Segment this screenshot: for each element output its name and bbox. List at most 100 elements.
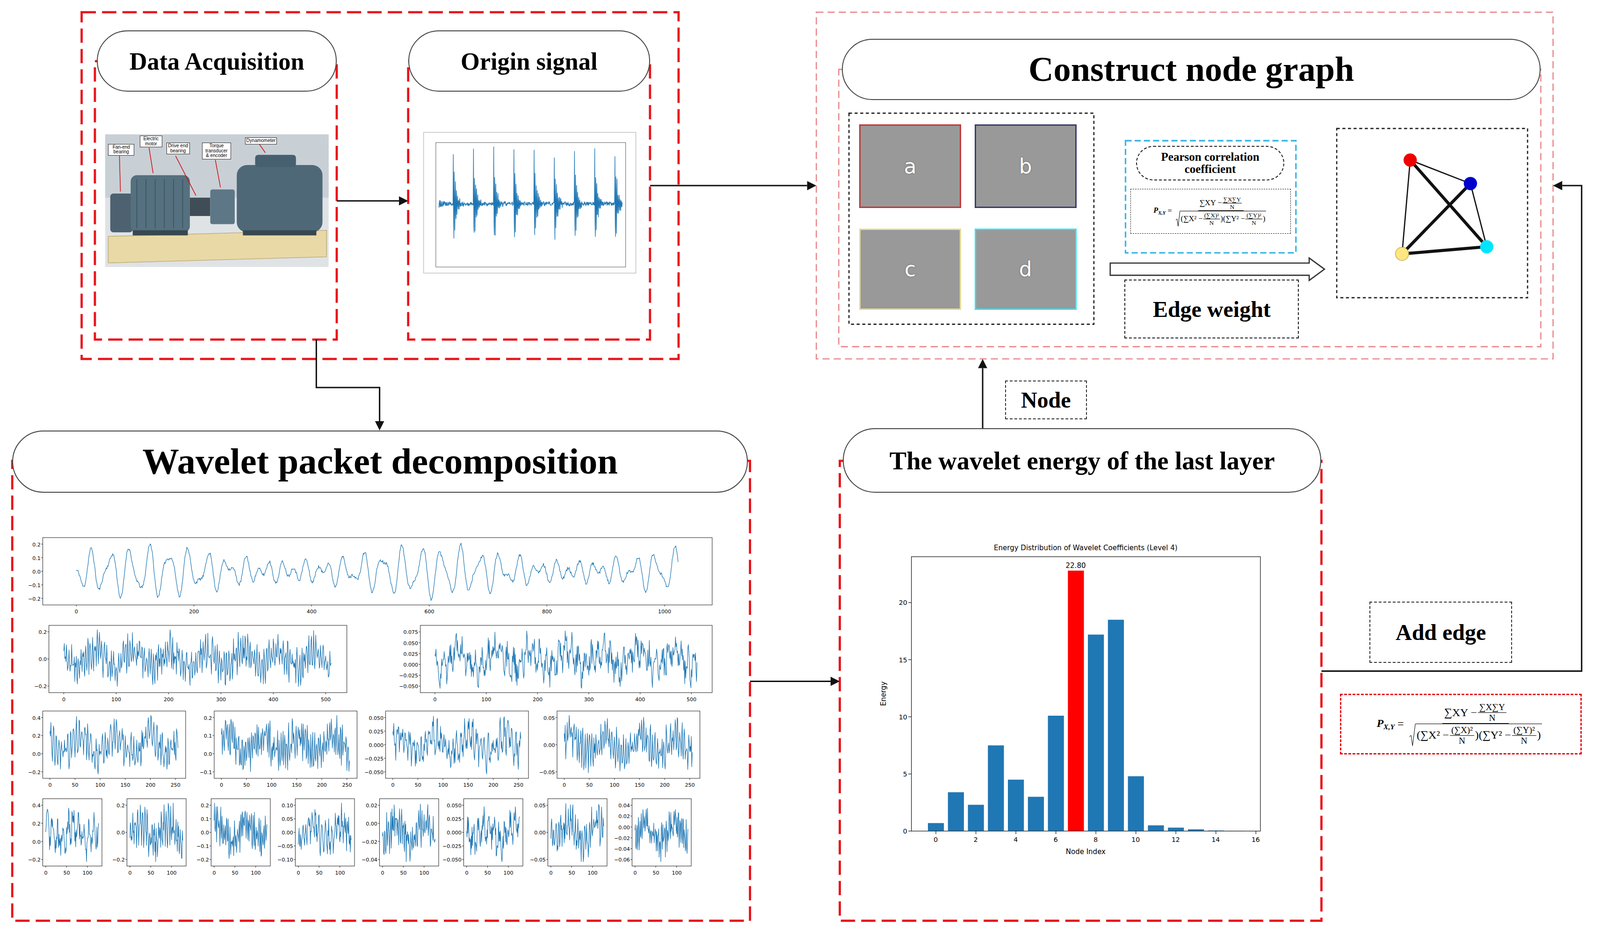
- connector-line: [750, 680, 831, 683]
- part-label-holder: Electric motor: [139, 135, 163, 148]
- tick-label: 100: [609, 782, 620, 789]
- tick-mark: [546, 605, 548, 607]
- tick-label: 200: [659, 782, 670, 789]
- formula-term: =: [1167, 206, 1172, 216]
- denominator: N: [1487, 713, 1498, 724]
- tick-mark: [209, 859, 211, 861]
- tick-mark: [546, 805, 548, 806]
- tick-label: −0.2: [112, 857, 125, 864]
- tick-label-holder: 4: [1013, 835, 1018, 845]
- tick-label: 0: [549, 870, 553, 877]
- tick-label-holder: 100: [503, 868, 514, 877]
- tick-label-holder: 0.025: [446, 814, 462, 824]
- tick-label-holder: 0.000: [446, 828, 462, 837]
- tick-mark: [639, 778, 640, 781]
- tick-label: −0.2: [196, 857, 210, 864]
- arrowhead: [398, 196, 409, 206]
- tick-label: 0.0: [32, 569, 41, 576]
- denominator: (∑X² −(∑X)²N)(∑Y² −(∑Y)²N): [1174, 210, 1267, 227]
- radical: (∑X² −(∑X)²N)(∑Y² −(∑Y)²N): [1175, 210, 1267, 227]
- tick-label-holder: 0.0: [32, 749, 41, 759]
- motor-rib: [182, 179, 184, 229]
- motor-rib: [136, 179, 138, 229]
- bar: [987, 745, 1004, 832]
- tick-mark: [193, 605, 195, 607]
- plot-axes: [295, 798, 355, 867]
- part-label-holder: Dynamometer: [245, 135, 278, 145]
- tick-label-holder: −0.025: [398, 671, 419, 680]
- formula-lhs: PX,Y: [1153, 206, 1166, 217]
- tick-mark: [664, 605, 666, 607]
- tick-label: −0.025: [398, 673, 419, 680]
- tick-label: 0: [562, 782, 566, 789]
- tick-label: 0: [390, 782, 395, 789]
- formula-term: ): [1537, 729, 1542, 743]
- tick-label: 400: [635, 696, 645, 703]
- numerator: ∑X∑Y: [1222, 195, 1242, 204]
- tick-label: −0.04: [361, 857, 378, 864]
- tick-mark: [908, 602, 912, 604]
- matrix-frame: [848, 113, 1094, 325]
- tick-label-holder: 250: [513, 780, 524, 790]
- arrowhead: [830, 677, 840, 687]
- numerator: (∑Y)²: [1512, 725, 1537, 737]
- formula-term: ∑X∑Y: [1223, 195, 1242, 203]
- tick-mark: [537, 692, 538, 695]
- tick-label: 250: [341, 782, 352, 789]
- tick-label: 200: [317, 782, 327, 789]
- tick-label: −0.05: [277, 843, 294, 850]
- tick-mark: [41, 841, 43, 842]
- formula-term: (∑X)²: [1451, 725, 1473, 736]
- tick-label-holder: 0.1: [200, 814, 210, 824]
- tick-label-holder: 0.050: [403, 638, 419, 648]
- bar: [1047, 716, 1064, 832]
- tick-mark: [555, 771, 558, 773]
- tick-label: 15: [898, 656, 908, 665]
- tick-label-holder: 0: [464, 868, 469, 877]
- tick-label-holder: −0.04: [614, 844, 630, 854]
- tick-mark: [1135, 831, 1137, 835]
- tick-label-holder: 100: [438, 780, 449, 790]
- tick-label-holder: 0.0: [32, 837, 41, 847]
- tick-label-holder: 100: [587, 868, 598, 877]
- tick-label: 100: [250, 870, 261, 877]
- tick-label-holder: 400: [268, 695, 279, 704]
- tick-mark: [691, 692, 692, 695]
- fraction: (∑X)²N: [1203, 211, 1220, 227]
- plot-axes: [379, 798, 440, 867]
- tick-label: −0.2: [28, 769, 41, 776]
- connector: [977, 359, 988, 429]
- signal-trace: [50, 715, 179, 775]
- tick-mark: [1175, 831, 1176, 835]
- tick-label-holder: 200: [532, 695, 543, 704]
- tick-mark: [100, 778, 101, 781]
- cell-letter: c: [904, 257, 916, 282]
- dynamometer-foot: [242, 230, 317, 236]
- denominator: (∑X² −(∑X)²N)(∑Y² −(∑Y)²N): [1407, 723, 1544, 746]
- tick-label: 0.1: [32, 555, 41, 562]
- tick-label: −0.025: [364, 756, 384, 763]
- edge-label: Add edge: [1369, 601, 1513, 664]
- fraction: ∑XY −∑X∑YN(∑X² −(∑X)²N)(∑Y² −(∑Y)²N): [1407, 702, 1544, 747]
- tick-label: 0.02: [618, 813, 630, 820]
- tick-mark: [220, 692, 222, 695]
- tick-label-holder: 50: [484, 868, 491, 877]
- tick-label: 150: [120, 782, 131, 789]
- tick-label-holder: 0.05: [543, 713, 556, 723]
- tick-mark: [1015, 831, 1016, 835]
- tick-label-holder: 200: [145, 780, 156, 790]
- part-label-holder: Torque transducer & encoder: [202, 142, 232, 160]
- wooden-base: [108, 230, 327, 264]
- tick-label-holder: −0.02: [361, 837, 378, 847]
- tick-label: 250: [513, 782, 524, 789]
- panel: Origin signal: [408, 30, 651, 340]
- tick-label: 0.2: [32, 733, 41, 740]
- radical-sign: [1409, 723, 1416, 746]
- heading-pill: Data Acquisition: [96, 30, 337, 92]
- heading-pill: Wavelet packet decomposition: [12, 430, 748, 493]
- tick-label-holder: 0: [219, 780, 224, 790]
- plot-axes: [43, 711, 186, 779]
- tick-label-holder: 0.0: [200, 828, 210, 837]
- tick-label-holder: 200: [659, 780, 670, 790]
- tick-mark: [382, 866, 383, 868]
